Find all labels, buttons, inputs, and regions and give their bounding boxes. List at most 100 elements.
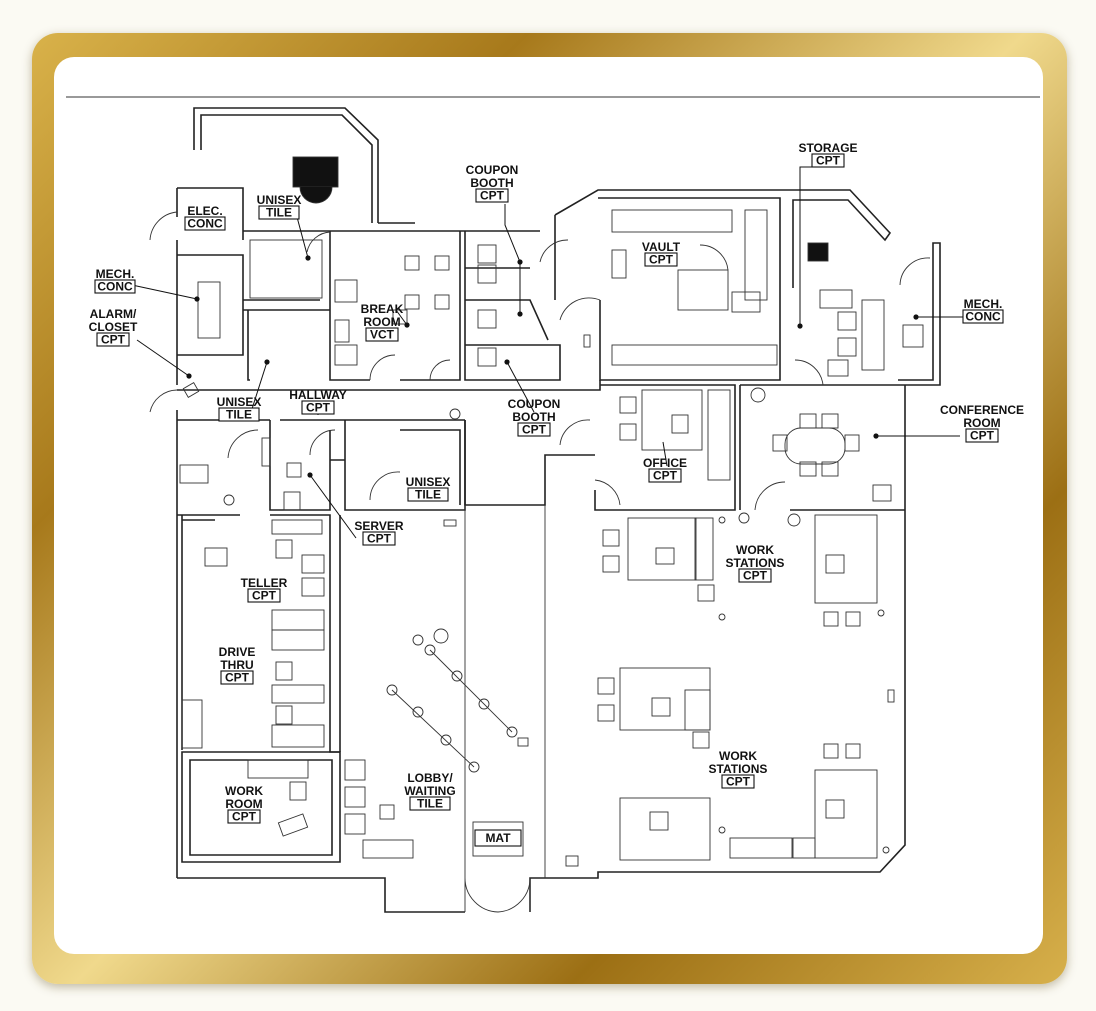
room-tag: TILE: [266, 206, 292, 220]
room-tag: CPT: [101, 333, 126, 347]
room-tag: CONC: [187, 217, 223, 231]
room-tag-box: [409, 796, 451, 811]
room-label-line: ROOM: [225, 797, 262, 811]
room-tag: CPT: [480, 189, 505, 203]
room-label-line: STORAGE: [798, 141, 857, 155]
room-label-line: STATIONS: [726, 556, 785, 570]
room-tag-box: [247, 588, 281, 603]
room-label-mech-conc-right: MECH.CONC: [962, 297, 1004, 324]
room-tag: CONC: [97, 280, 133, 294]
room-tag: TILE: [226, 408, 252, 422]
room-label-line: OFFICE: [643, 456, 687, 470]
leader-dots: [186, 255, 919, 478]
room-label-line: CONFERENCE: [940, 403, 1024, 417]
room-label-line: MECH.: [964, 297, 1003, 311]
room-label-line: WORK: [719, 749, 757, 763]
room-tag-box: [644, 252, 678, 267]
room-label-line: CLOSET: [89, 320, 138, 334]
floor-plan: UNISEXTILEELEC.CONCMECH.CONCALARM/CLOSET…: [66, 96, 1040, 913]
room-tag-box: [301, 400, 335, 415]
room-label-line: BREAK: [361, 302, 404, 316]
room-label-line: ALARM/: [90, 307, 137, 321]
room-label-line: HALLWAY: [289, 388, 347, 402]
room-tag-box: [218, 407, 260, 422]
room-label-line: BOOTH: [470, 176, 513, 190]
room-label-line: TELLER: [241, 576, 288, 590]
fixtures: [179, 156, 924, 867]
room-tag-box: [220, 670, 254, 685]
room-label-line: ROOM: [363, 315, 400, 329]
room-label-line: VAULT: [642, 240, 681, 254]
room-tag-box: [721, 774, 755, 789]
room-tag-box: [811, 153, 845, 168]
leader-lines: [131, 166, 964, 539]
room-label-line: UNISEX: [217, 395, 262, 409]
room-tag-box: [965, 428, 999, 443]
room-tag-box: [362, 531, 396, 546]
room-label-line: WORK: [225, 784, 263, 798]
room-tag-box: [227, 809, 261, 824]
room-tag: CPT: [367, 532, 392, 546]
room-tag: CPT: [743, 569, 768, 583]
room-tag-box: [648, 468, 682, 483]
room-tag: TILE: [417, 797, 443, 811]
room-tag-box: [475, 188, 509, 203]
room-tag-box: [365, 327, 399, 342]
room-label-line: ROOM: [963, 416, 1000, 430]
room-tag-box: [258, 205, 300, 220]
room-tag: CPT: [649, 253, 674, 267]
mat-label: MAT: [485, 831, 511, 845]
room-label-line: THRU: [220, 658, 253, 672]
room-label-line: STATIONS: [709, 762, 768, 776]
room-label-line: UNISEX: [257, 193, 302, 207]
room-label-line: WAITING: [404, 784, 455, 798]
room-tag-box: [407, 487, 449, 502]
room-tag: CPT: [225, 671, 250, 685]
room-tag: CPT: [522, 423, 547, 437]
room-tag-box: [517, 422, 551, 437]
room-label-line: UNISEX: [406, 475, 451, 489]
room-tag: CPT: [252, 589, 277, 603]
room-label-line: ELEC.: [187, 204, 222, 218]
room-label-mech-conc-left: MECH.CONC: [94, 267, 136, 294]
room-tag: CPT: [306, 401, 331, 415]
room-tag: TILE: [415, 488, 441, 502]
room-tag: VCT: [370, 328, 395, 342]
room-tag: CPT: [653, 469, 678, 483]
room-tag: CPT: [726, 775, 751, 789]
room-label-line: BOOTH: [512, 410, 555, 424]
room-labels: UNISEXTILEELEC.CONCMECH.CONCALARM/CLOSET…: [89, 141, 1024, 824]
room-tag-box: [962, 309, 1004, 324]
room-label-line: LOBBY/: [407, 771, 453, 785]
walls: [176, 107, 941, 913]
room-label-line: DRIVE: [219, 645, 256, 659]
room-label-elec-conc: ELEC.CONC: [184, 204, 226, 231]
room-tag-box: [96, 332, 130, 347]
room-label-line: COUPON: [466, 163, 519, 177]
room-label-line: MECH.: [96, 267, 135, 281]
room-tag-box: [738, 568, 772, 583]
door-swings: [149, 211, 931, 913]
room-label-line: SERVER: [354, 519, 403, 533]
room-tag: CPT: [816, 154, 841, 168]
